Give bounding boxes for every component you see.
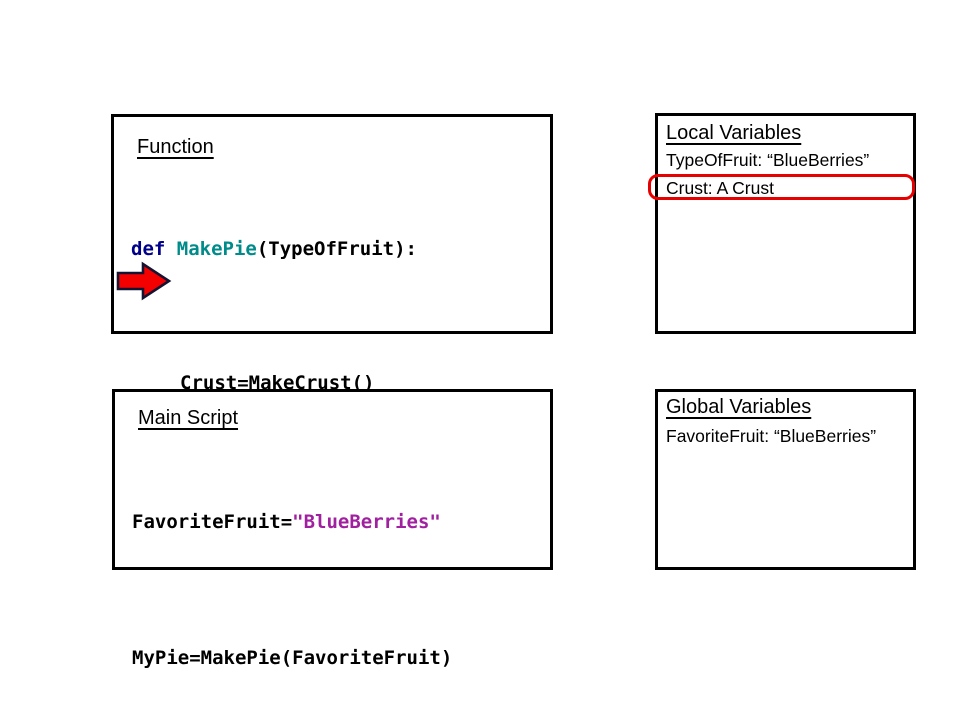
local-var-typeoffruit: TypeOfFruit: “BlueBerries”	[666, 150, 870, 170]
string-literal-token: "BlueBerries"	[292, 511, 441, 533]
global-variables-box: Global Variables FavoriteFruit: “BlueBer…	[655, 389, 916, 570]
local-variables-box: Local Variables TypeOfFruit: “BlueBerrie…	[655, 113, 916, 334]
code-line-def: def MakePie(TypeOfFruit):	[131, 238, 489, 261]
function-name-token: MakePie	[176, 238, 257, 260]
code-line-assign: FavoriteFruit="BlueBerries"	[132, 510, 452, 534]
code-line-call: MyPie=MakePie(FavoriteFruit)	[132, 647, 453, 669]
code-line-blank-2	[132, 578, 452, 602]
global-variables-title: Global Variables	[666, 396, 812, 418]
main-script-code-block: FavoriteFruit="BlueBerries" MyPie=MakePi…	[132, 466, 452, 714]
code-line-crust: Crust=MakeCrust()	[180, 372, 375, 394]
def-keyword: def	[131, 238, 177, 260]
code-line-blank	[131, 305, 489, 328]
local-variables-title: Local Variables	[666, 122, 802, 144]
function-box-title: Function	[137, 136, 214, 158]
global-var-favoritefruit: FavoriteFruit: “BlueBerries”	[666, 426, 877, 446]
main-script-title: Main Script	[138, 407, 239, 429]
main-script-box: Main Script FavoriteFruit="BlueBerries" …	[112, 389, 553, 669]
function-box: Function def MakePie(TypeOfFruit): Crust…	[111, 114, 553, 528]
assign-lhs-token: FavoriteFruit=	[132, 511, 293, 533]
red-arrow-icon	[116, 261, 172, 301]
def-args-token: (TypeOfFruit):	[256, 238, 417, 260]
local-var-crust: Crust: A Crust	[666, 178, 774, 198]
